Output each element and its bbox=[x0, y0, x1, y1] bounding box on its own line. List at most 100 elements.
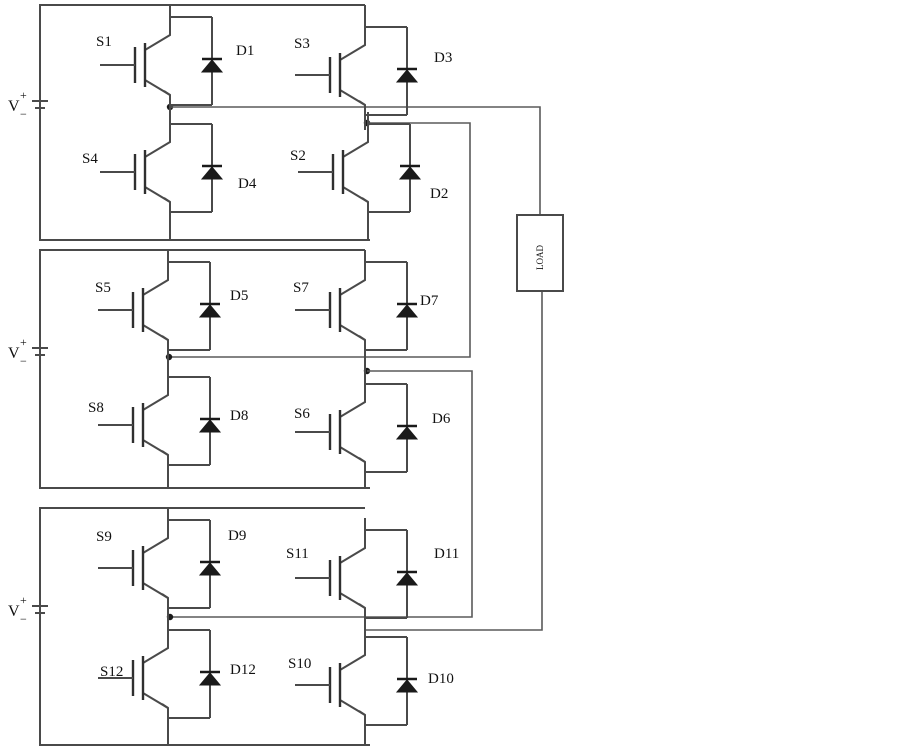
switch-label: S7 bbox=[293, 280, 309, 296]
emitter-arrow bbox=[358, 100, 366, 106]
source-voltage-label: V bbox=[8, 345, 20, 362]
emitter-lead bbox=[142, 439, 169, 480]
switch-label: S4 bbox=[82, 151, 98, 167]
output-to-load-bottom bbox=[365, 290, 543, 631]
emitter-arrow bbox=[161, 335, 169, 341]
emitter-arrow bbox=[161, 450, 169, 456]
emitter-lead bbox=[339, 89, 366, 130]
diode-triangle bbox=[395, 304, 419, 318]
dc-source-3: V+ − bbox=[8, 593, 48, 626]
diode-label: D3 bbox=[434, 50, 452, 66]
switch-label: S11 bbox=[286, 546, 309, 562]
diode-triangle bbox=[395, 69, 419, 83]
load-resistor: LOAD bbox=[516, 214, 564, 292]
collector-lead bbox=[339, 15, 366, 61]
emitter-arrow bbox=[163, 90, 171, 96]
diode-triangle bbox=[395, 572, 419, 586]
switch-label: S10 bbox=[288, 656, 311, 672]
emitter-lead bbox=[342, 186, 369, 227]
diode-label: D5 bbox=[230, 288, 248, 304]
collector-lead bbox=[144, 112, 171, 158]
dc-source-2: V+ − bbox=[8, 335, 48, 368]
emitter-lead bbox=[339, 592, 366, 633]
emitter-arrow bbox=[361, 197, 369, 203]
switch-label: S9 bbox=[96, 529, 112, 545]
diode-label: D12 bbox=[230, 662, 256, 678]
bridge1-rail-left bbox=[39, 4, 170, 241]
collector-lead bbox=[342, 112, 369, 158]
collector-lead bbox=[144, 5, 171, 51]
diode-label: D2 bbox=[430, 186, 448, 202]
bridge2-rail-left bbox=[39, 249, 168, 489]
switch-label: S12 bbox=[100, 664, 123, 680]
collector-lead bbox=[142, 508, 169, 554]
diode-label: D7 bbox=[420, 293, 439, 309]
dc-sources: V+−V+−V+− bbox=[8, 88, 48, 626]
igbt-cell-s6: S6 D6 bbox=[294, 372, 451, 487]
source-plus-sign: + bbox=[20, 593, 27, 607]
load-box bbox=[516, 214, 564, 292]
switch-label: S3 bbox=[294, 36, 310, 52]
diode-triangle bbox=[198, 672, 222, 686]
emitter-arrow bbox=[161, 593, 169, 599]
diode-triangle bbox=[198, 419, 222, 433]
diode-label: D10 bbox=[428, 671, 454, 687]
bridge1-to-bridge2-link bbox=[170, 122, 471, 358]
emitter-arrow bbox=[358, 457, 366, 463]
load-label: LOAD bbox=[535, 245, 545, 270]
emitter-lead bbox=[339, 324, 366, 365]
source-minus-sign: − bbox=[20, 612, 27, 626]
diode-triangle bbox=[200, 166, 224, 180]
diode-label: D6 bbox=[432, 411, 451, 427]
source-plus-sign: + bbox=[20, 88, 27, 102]
diode-triangle bbox=[398, 166, 422, 180]
source-voltage-label: V bbox=[8, 603, 20, 620]
collector-lead bbox=[339, 250, 366, 296]
output-to-load-top bbox=[170, 106, 541, 215]
emitter-lead bbox=[144, 186, 171, 227]
collector-lead bbox=[339, 518, 366, 564]
diode-label: D8 bbox=[230, 408, 248, 424]
diode-triangle bbox=[395, 426, 419, 440]
emitter-lead bbox=[142, 692, 169, 733]
emitter-arrow bbox=[358, 710, 366, 716]
source-voltage-label: V bbox=[8, 98, 20, 115]
bridge2-to-bridge3-link bbox=[170, 370, 473, 618]
collector-lead bbox=[339, 372, 366, 418]
diode-triangle bbox=[198, 304, 222, 318]
igbt-cell-s9: S9 D9 bbox=[96, 508, 246, 623]
diode-triangle bbox=[200, 59, 224, 73]
switch-label: S6 bbox=[294, 406, 310, 422]
bridge3-rail-left bbox=[39, 507, 168, 746]
igbt-cell-s12: S12 D12 bbox=[98, 618, 256, 733]
collector-lead bbox=[142, 250, 169, 296]
switch-label: S5 bbox=[95, 280, 111, 296]
emitter-lead bbox=[144, 79, 171, 120]
emitter-arrow bbox=[358, 335, 366, 341]
diode-label: D9 bbox=[228, 528, 246, 544]
source-plus-sign: + bbox=[20, 335, 27, 349]
switch-label: S1 bbox=[96, 34, 112, 50]
source-minus-sign: − bbox=[20, 354, 27, 368]
diode-label: D1 bbox=[236, 43, 254, 59]
diode-triangle bbox=[395, 679, 419, 693]
emitter-arrow bbox=[161, 703, 169, 709]
diode-label: D4 bbox=[238, 176, 257, 192]
emitter-arrow bbox=[358, 603, 366, 609]
emitter-lead bbox=[339, 446, 366, 487]
emitter-lead bbox=[142, 324, 169, 365]
emitter-lead bbox=[142, 582, 169, 623]
collector-lead bbox=[142, 365, 169, 411]
source-minus-sign: − bbox=[20, 107, 27, 121]
